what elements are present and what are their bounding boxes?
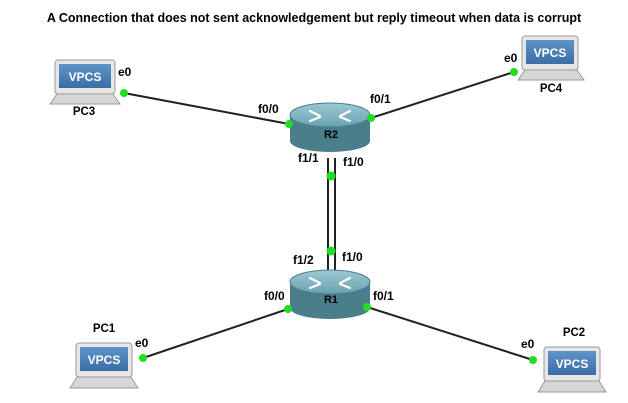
pc2-device[interactable]: VPCS PC2 (537, 327, 607, 393)
pc4-port-label: e0 (504, 51, 518, 65)
r1-port-f0-0: f0/0 (264, 289, 285, 303)
port-dot-r2-f1 (326, 171, 336, 181)
router-arrows-icon (308, 276, 352, 290)
r2-label: R2 (324, 129, 338, 141)
link-pc1-r1 (142, 308, 289, 359)
port-dot-pc1-e0 (139, 354, 147, 362)
pc3-label: PC3 (73, 106, 95, 118)
pc2-label: PC2 (563, 327, 585, 339)
pc2-port-label: e0 (521, 337, 535, 351)
pc1-device[interactable]: VPCS PC1 (69, 323, 139, 389)
port-dot-pc2-e0 (529, 356, 537, 364)
r2-port-f0-1: f0/1 (370, 92, 391, 106)
vpcs-badge: VPCS (534, 46, 567, 60)
r1-port-f1-2: f1/2 (293, 253, 314, 267)
vpcs-badge: VPCS (69, 70, 102, 84)
pc3-port-label: e0 (118, 65, 132, 79)
router-r1[interactable]: R1 (289, 269, 371, 319)
vpcs-badge: VPCS (88, 353, 121, 367)
r1-port-f1-0: f1/0 (342, 250, 363, 264)
port-dot-r1-f1 (326, 246, 336, 256)
r2-port-f1-0: f1/0 (343, 155, 364, 169)
port-labels: e0 f0/0 f0/1 e0 f1/1 f1/0 f1/2 f1/0 f0/0… (118, 51, 535, 351)
link-pc3-r2 (123, 92, 290, 125)
link-r1-pc2 (366, 306, 534, 361)
r1-port-f0-1: f0/1 (373, 289, 394, 303)
pc4-label: PC4 (540, 83, 563, 95)
pc4-device[interactable]: VPCS PC4 (517, 35, 585, 95)
port-dot-r1-f0-0 (284, 305, 292, 313)
diagram-title: A Connection that does not sent acknowle… (47, 11, 582, 25)
r2-port-f1-1: f1/1 (298, 151, 319, 165)
pc1-port-label: e0 (135, 336, 149, 350)
port-dot-pc4-e0 (510, 68, 518, 76)
router-r2[interactable]: R2 (289, 102, 371, 152)
port-dot-pc3-e0 (120, 89, 128, 97)
link-r2-pc4 (370, 71, 515, 119)
port-dot-r2-f0-1 (367, 114, 375, 122)
port-dot-r2-f0-0 (285, 120, 293, 128)
pc1-label: PC1 (93, 323, 116, 335)
port-dot-r1-f0-1 (363, 303, 371, 311)
pc3-device[interactable]: VPCS PC3 (49, 59, 121, 118)
r2-port-f0-0: f0/0 (258, 102, 279, 116)
vpcs-badge: VPCS (556, 357, 589, 371)
r1-label: R1 (324, 294, 338, 306)
port-dots (120, 68, 537, 364)
router-arrows-icon (308, 109, 352, 123)
